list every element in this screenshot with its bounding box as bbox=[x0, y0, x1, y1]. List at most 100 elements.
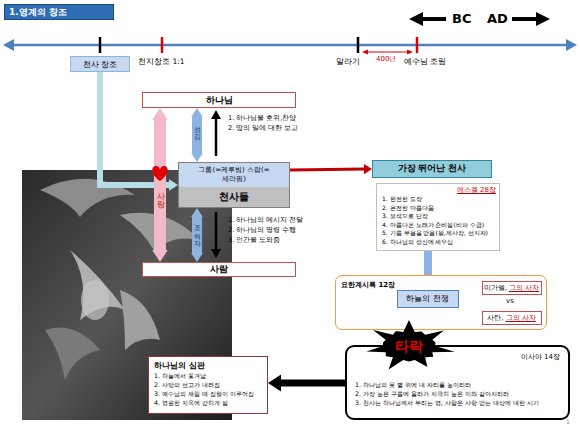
list-item: 2. 땅의 일에 대한 보고 bbox=[228, 125, 298, 133]
era-arrow-head bbox=[409, 12, 423, 26]
timeline-head bbox=[566, 39, 577, 51]
arrow-head bbox=[152, 108, 168, 120]
side-followers: 그의 사자 bbox=[506, 313, 536, 323]
list-box: 에스겔 28장1. 완전한 도장2. 온전한 아름다움3. 보석으로 단장4. … bbox=[376, 183, 500, 251]
connector-line bbox=[280, 380, 345, 387]
group-name: 천사들 bbox=[179, 187, 289, 207]
era-label: BC bbox=[452, 11, 471, 27]
versus-label: vs bbox=[506, 297, 514, 305]
node-text: 4. 아름다운 노래가 준비됨(비파 수금) bbox=[382, 221, 496, 230]
node-text: 하늘의 전쟁 bbox=[406, 293, 449, 304]
starburst-text: 타락 bbox=[395, 342, 423, 351]
era-arrow bbox=[421, 17, 446, 21]
side-followers: 그의 사자 bbox=[509, 283, 539, 293]
side-box: 사탄,그의 사자 bbox=[482, 311, 542, 325]
heart-symbol bbox=[152, 166, 167, 181]
page-number: 1 bbox=[566, 418, 570, 425]
judgment-box: 하나님의 심판1. 하늘에서 쫓겨남2. 사망의 선고가 내려짐3. 예수님의 … bbox=[148, 356, 268, 414]
connector-line bbox=[192, 116, 202, 154]
being-box: 하나님 bbox=[142, 92, 296, 108]
event-label: 말라기 bbox=[336, 57, 360, 66]
edge-label: 사랑 bbox=[153, 186, 167, 202]
node-text: 2. 사망의 선고가 내려짐 bbox=[154, 380, 262, 389]
arrow-head bbox=[364, 164, 372, 174]
illustration-figure bbox=[70, 250, 125, 320]
side-name: 미가엘, bbox=[484, 283, 507, 293]
angel-rank-text: 그룹(=케루빔) 스랍(=세라핌) bbox=[179, 163, 289, 187]
node-text: 6. 하나님의 성산에 세우심 bbox=[382, 238, 496, 247]
starburst-outline bbox=[366, 320, 454, 369]
node-text: 3. 예수님의 재림 때 집행이 이루어짐 bbox=[154, 389, 262, 398]
arrow-head bbox=[191, 108, 203, 117]
era-label: AD bbox=[487, 11, 508, 27]
node-text: 4. 영원한 지옥에 갇히게 됨 bbox=[154, 398, 262, 407]
arrow-head bbox=[191, 253, 203, 262]
span-arrow bbox=[367, 52, 408, 53]
scripture-ref: 요한계시록 12장 bbox=[341, 280, 395, 290]
highlight-box: 가장 뛰어난 천사 bbox=[372, 160, 492, 178]
node-text: 1. 하나님의 뭇 별 위에 내 자리를 높이리라 bbox=[355, 380, 562, 389]
event-box: 하늘의 전쟁 bbox=[397, 290, 459, 308]
angel-group-box: 그룹(=케루빔) 스랍(=세라핌)천사들 bbox=[178, 162, 290, 208]
edge-label: 조력자 bbox=[191, 221, 203, 242]
edge-label: 섬김 bbox=[191, 121, 203, 135]
timeline-tick bbox=[161, 37, 164, 53]
love-arrow bbox=[152, 108, 168, 262]
event-label: 천지창조 1:1 bbox=[138, 57, 184, 66]
being-box: 사람 bbox=[142, 262, 296, 277]
timeline-head bbox=[3, 39, 14, 51]
node-text: 1. 하늘에서 쫓겨남 bbox=[154, 371, 262, 380]
creation-arrow bbox=[100, 72, 178, 191]
box-heading: 하나님의 심판 bbox=[154, 360, 262, 371]
node-text: 2. 온전한 아름다움 bbox=[382, 204, 496, 213]
direction-arrow-head bbox=[211, 110, 221, 119]
side-box: 미가엘,그의 사자 bbox=[482, 281, 542, 295]
arrow-head bbox=[268, 375, 281, 392]
arrow-head bbox=[169, 179, 178, 191]
span-arrow-head bbox=[362, 50, 368, 55]
list-item: 3. 인간을 도와줌 bbox=[228, 237, 280, 245]
timeline-tick bbox=[99, 37, 102, 53]
arrow-head bbox=[152, 250, 168, 262]
node-text: 3. 보석으로 단장 bbox=[382, 212, 496, 221]
list-item: 1. 하나님을 호위,찬양 bbox=[228, 115, 296, 123]
scripture-ref: 에스겔 28장 bbox=[382, 186, 496, 195]
side-name: 사탄, bbox=[487, 313, 503, 323]
fall-box: 이사야 14장 1. 하나님의 뭇 별 위에 내 자리를 높이리라2. 가장 높은… bbox=[345, 345, 570, 420]
arrow-head bbox=[191, 208, 203, 217]
era-arrow-head bbox=[536, 12, 550, 26]
slide-title: 1.영계의 창조 bbox=[4, 4, 114, 20]
timeline-tick bbox=[416, 37, 419, 53]
node-text: 하나님 bbox=[206, 94, 233, 107]
direction-arrow bbox=[215, 212, 218, 250]
direction-arrow-head bbox=[211, 249, 221, 258]
era-arrow bbox=[512, 17, 537, 21]
link-arrow bbox=[290, 164, 372, 174]
node-text: 2. 가장 높은 구름에 올라가 지극히 높은 이와 같아지리라 bbox=[355, 389, 562, 398]
duration-label: 400년 bbox=[376, 55, 396, 63]
scripture-box: 요한계시록 12장하늘의 전쟁미가엘,그의 사자사탄,그의 사자 bbox=[335, 275, 547, 330]
timeline-tick bbox=[357, 37, 360, 53]
node-text: 3. 천사는 하나님께서 부리는 영, 사람은 사랑 받는 대상에 대한 시기 bbox=[355, 398, 562, 407]
direction-arrow bbox=[215, 118, 218, 156]
node-text: 사람 bbox=[210, 263, 228, 276]
node-text: 가장 뛰어난 천사 bbox=[398, 163, 467, 175]
connector-line bbox=[192, 216, 202, 254]
list-item: 2. 하나님의 명령 수행 bbox=[228, 227, 296, 235]
event-box: 천사 창조 bbox=[70, 56, 130, 72]
node-text: 천사 창조 bbox=[83, 59, 118, 70]
helper-arrow bbox=[191, 208, 203, 262]
connector-line bbox=[290, 168, 365, 172]
illustration-figure bbox=[45, 328, 100, 381]
span-arrow-head bbox=[407, 50, 413, 55]
event-label: 예수님 조림 bbox=[404, 57, 446, 66]
timeline-axis bbox=[12, 44, 568, 47]
illustration-figure bbox=[120, 290, 160, 350]
list-item: 1. 하나님의 메시지 전달 bbox=[228, 217, 303, 225]
scripture-ref: 이사야 14장 bbox=[521, 353, 560, 362]
starburst: 타락 bbox=[362, 320, 456, 372]
connector-line bbox=[154, 119, 166, 251]
